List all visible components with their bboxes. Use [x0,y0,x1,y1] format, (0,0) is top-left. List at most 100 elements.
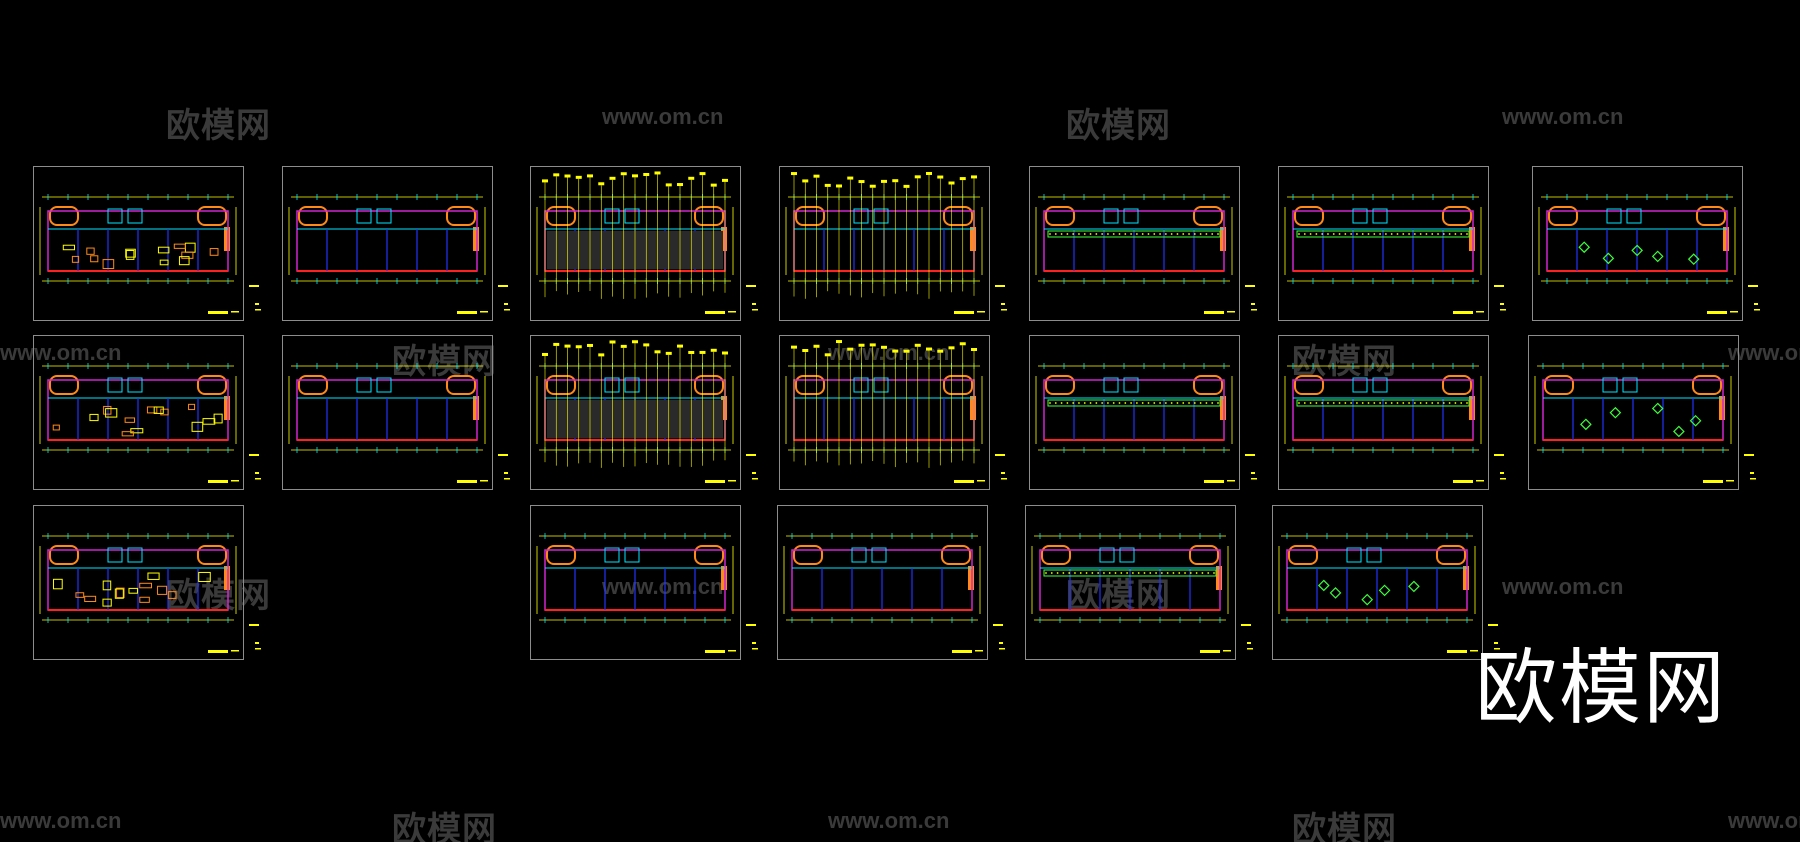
ceiling-strip [1047,399,1221,407]
room-orange [694,206,724,226]
furniture [116,587,125,599]
light-point [1049,233,1051,235]
title-mark [995,454,1005,456]
title-mark [498,285,508,287]
light-point [1147,402,1150,404]
tag-box [587,174,593,178]
drawing-sheet [1029,166,1269,321]
tag-box [847,176,854,180]
sheet-svg [779,335,1007,490]
tag-box [802,179,809,183]
core-box [871,547,887,563]
watermark-cn: 欧模网 [392,810,497,842]
diamond-symbol [1602,252,1615,265]
diamond-symbol [1651,250,1664,263]
light-point [1155,572,1157,574]
sheet-svg [33,166,261,321]
light-point [1332,402,1335,404]
furniture [90,255,99,263]
furniture [139,582,153,589]
light-point [1159,233,1161,235]
title-bar [1730,311,1738,313]
drawing-sheet [777,505,1017,660]
furniture [62,244,75,251]
light-point [1184,572,1186,574]
light-point [1437,402,1439,404]
light-point [1135,233,1138,235]
sheet-svg [530,166,758,321]
sheet-frame [530,335,741,490]
light-point [1141,402,1144,404]
title-mark [1251,303,1255,305]
light-point [1344,402,1347,404]
stair-orange [1469,227,1475,251]
room-orange [694,545,724,565]
tag-box [948,181,955,185]
diamond-symbol [1408,580,1420,593]
tag-box [553,342,560,346]
core-box [604,208,620,224]
ceiling-strip [1043,569,1217,577]
title-mark [1247,648,1253,650]
room-orange [49,545,79,565]
tag-box [722,178,728,182]
furniture [105,408,118,418]
tag-box [881,179,887,183]
light-point [1211,402,1214,404]
drawing-sheet [1025,505,1265,660]
light-point [1390,233,1393,235]
watermark-url: www.om.cn [0,340,122,365]
tag-box [948,346,955,350]
light-point [1361,233,1364,235]
light-point [1095,402,1098,404]
title-mark [995,285,1005,287]
stair-orange [721,566,727,590]
sheet-svg [1272,505,1500,660]
room-orange [795,375,825,395]
furniture [86,247,95,255]
tag-box [643,172,650,176]
stair-orange [473,227,479,251]
title-bar [1703,480,1723,483]
light-point [1103,572,1105,574]
title-mark [249,285,259,287]
core-box [853,208,869,224]
furniture [102,580,112,591]
furniture [125,248,136,258]
room-orange [1193,375,1223,395]
drawing-sheet [1532,166,1772,321]
furniture [71,255,80,263]
light-point [1309,233,1312,235]
drawing-sheet [1278,335,1518,490]
light-point [1153,402,1156,404]
furniture [202,418,216,425]
light-point [1089,402,1092,404]
title-mark [504,478,510,480]
sheet-svg [33,505,261,660]
core-box [1352,208,1368,224]
light-point [1072,233,1075,235]
light-point [1327,402,1329,404]
light-point [1049,402,1051,404]
tag-box [609,340,616,344]
core-box [604,547,620,563]
tag-box [824,353,831,357]
title-mark [255,478,261,480]
title-mark [752,478,758,480]
tag-box [813,344,820,348]
title-bar [1204,311,1224,314]
furniture [213,413,223,424]
title-mark [1001,309,1007,311]
title-mark [1750,478,1756,480]
drawing-sheet [530,335,770,490]
light-point [1189,572,1192,574]
room-orange [694,375,724,395]
title-bar [480,311,488,313]
light-point [1217,233,1219,235]
room-orange [197,545,227,565]
light-point [1176,402,1179,404]
light-point [1118,233,1121,235]
core-box [356,377,372,393]
furniture [167,591,177,599]
